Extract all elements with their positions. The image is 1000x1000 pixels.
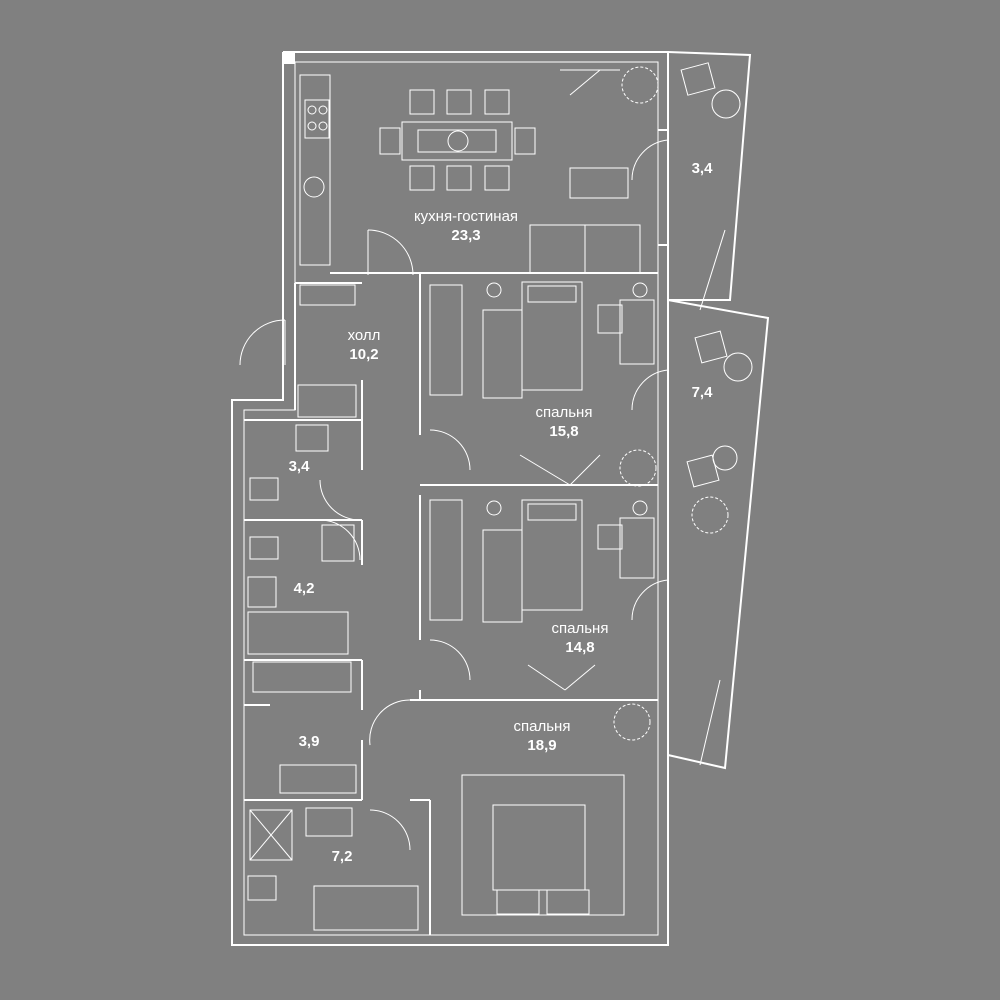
room-name: кухня-гостиная: [413, 208, 519, 225]
balcony2-label: 7,4: [692, 384, 713, 403]
outer-walls: [231, 51, 669, 946]
wardrobe-label: 3,9: [299, 733, 320, 752]
room-name: спальня: [513, 718, 571, 735]
bedroom3-label: спальня 18,9: [514, 718, 571, 756]
room-name: холл: [347, 327, 381, 344]
bedroom3-furniture: [461, 703, 651, 916]
room-area: 7,4: [691, 384, 713, 401]
bedroom2-label: спальня 14,8: [552, 620, 609, 658]
room-area: 7,2: [331, 848, 353, 865]
room-area: 18,9: [527, 736, 557, 754]
room-area: 10,2: [349, 345, 379, 363]
bathroom-fixtures: [247, 384, 419, 931]
bedroom1-furniture: [429, 281, 657, 487]
bath3-label: 7,2: [332, 848, 353, 867]
hall-label: холл 10,2: [348, 327, 381, 365]
room-area: 4,2: [293, 580, 315, 597]
room-area: 3,9: [298, 733, 320, 750]
bath2-label: 4,2: [294, 580, 315, 599]
balconies: [667, 51, 770, 770]
balcony1-label: 3,4: [692, 160, 713, 179]
room-name: спальня: [551, 620, 609, 637]
room-area: 3,4: [691, 160, 713, 177]
kitchen-furniture: [299, 66, 659, 306]
room-area: 3,4: [288, 458, 310, 475]
bath1-label: 3,4: [289, 458, 310, 477]
room-area: 15,8: [549, 422, 579, 440]
room-area: 14,8: [565, 638, 595, 656]
room-area: 23,3: [451, 226, 481, 244]
bedroom2-furniture: [429, 499, 655, 691]
kitchen-label: кухня-гостиная 23,3: [414, 208, 518, 246]
room-name: спальня: [535, 404, 593, 421]
interior-walls: [244, 129, 668, 935]
doors: [239, 139, 669, 851]
bedroom1-label: спальня 15,8: [536, 404, 593, 442]
